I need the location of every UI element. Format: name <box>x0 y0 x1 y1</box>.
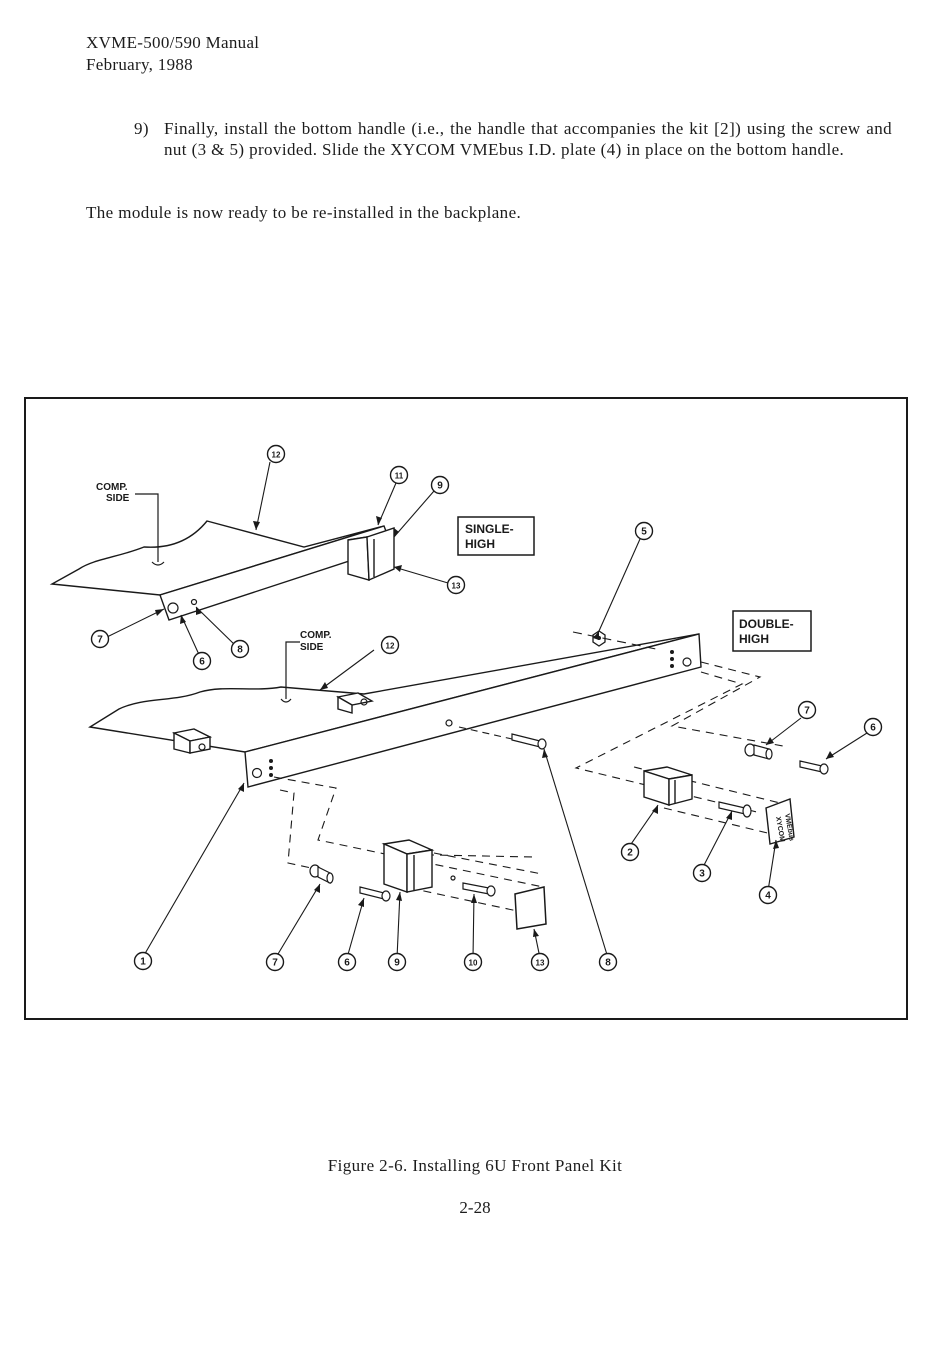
single-high-label: SINGLE- <box>465 522 514 536</box>
callout-number: 8 <box>605 958 611 969</box>
comp-side-label: SIDE <box>300 642 324 653</box>
screw-hole <box>167 602 179 614</box>
callout-number: 7 <box>97 635 103 646</box>
callout-number: 7 <box>272 958 278 969</box>
callout-number: 3 <box>699 869 705 880</box>
callout-circle <box>192 651 212 671</box>
callout-circle <box>133 951 153 971</box>
closing-paragraph: The module is now ready to be re-install… <box>86 203 522 222</box>
callout-circle <box>387 952 407 972</box>
callout-circle <box>463 952 483 972</box>
callout-number: 9 <box>394 958 400 969</box>
callout-circle <box>620 842 640 862</box>
callout-circle <box>758 885 778 905</box>
callout-number: 7 <box>804 706 810 717</box>
callout-number: 4 <box>765 891 771 902</box>
callout-number: 6 <box>344 958 350 969</box>
callout-circle <box>863 717 883 737</box>
callout-circle <box>446 575 466 595</box>
callout-number: 1 <box>140 957 146 968</box>
callout-number: 10 <box>469 959 478 968</box>
callout-circle <box>389 465 409 485</box>
double-high-box <box>732 610 812 652</box>
callout-circle <box>692 863 712 883</box>
callout-circle <box>265 952 285 972</box>
callout-circle <box>430 475 450 495</box>
manual-title: XVME-500/590 Manual <box>86 33 260 52</box>
comp-side-label: COMP. <box>300 630 332 641</box>
callout-circle <box>530 952 550 972</box>
callout-number: 5 <box>641 527 647 538</box>
page-number: 2-28 <box>459 1198 491 1217</box>
callout-circle <box>634 521 654 541</box>
double-high-label: HIGH <box>739 632 769 646</box>
screw-hole <box>190 598 198 606</box>
callout-number: 12 <box>386 642 395 651</box>
figure-border <box>24 397 908 1020</box>
single-high-board <box>49 520 395 621</box>
plate-text: VMEbus <box>783 813 795 842</box>
callout-circle <box>797 700 817 720</box>
callout-number: 6 <box>870 723 876 734</box>
single-high-box <box>457 516 535 556</box>
double-high-label: DOUBLE- <box>739 617 794 631</box>
callout-group: 12 11 9 13 7 6 8 12 5 7 6 2 3 4 1 7 6 9 10 13 8 <box>90 444 883 972</box>
callout-number: 9 <box>437 481 443 492</box>
comp-side-label: COMP. <box>96 482 128 493</box>
callout-number: 2 <box>627 848 633 859</box>
comp-side-label: SIDE <box>106 493 130 504</box>
callout-number: 12 <box>272 451 281 460</box>
plate-text: XYCOM <box>774 816 785 843</box>
assembly-figure: COMP. SIDE SINGLE- HIGH COMP. SIDE DOUBL… <box>24 397 908 1020</box>
callout-circle <box>230 639 250 659</box>
callout-number: 11 <box>395 472 404 481</box>
callout-circle <box>337 952 357 972</box>
callout-number: 13 <box>452 582 461 591</box>
callout-circle <box>598 952 618 972</box>
callout-circle <box>380 635 400 655</box>
callout-number: 8 <box>237 645 243 656</box>
single-high-label: HIGH <box>465 537 495 551</box>
manual-date: February, 1988 <box>86 55 193 74</box>
step-text: Finally, install the bottom handle (i.e.… <box>164 119 892 159</box>
step-number: 9) <box>134 119 149 138</box>
double-high-board <box>88 633 702 788</box>
callout-number: 6 <box>199 657 205 668</box>
figure-caption: Figure 2-6. Installing 6U Front Panel Ki… <box>327 1156 623 1175</box>
callout-number: 13 <box>536 959 545 968</box>
callout-circle <box>90 629 110 649</box>
callout-circle <box>266 444 286 464</box>
